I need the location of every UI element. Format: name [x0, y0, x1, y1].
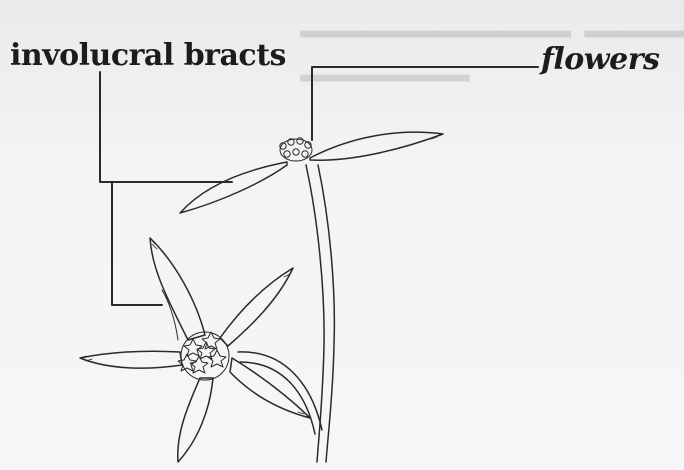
involucral-bracts-label: involucral bracts	[10, 38, 286, 73]
bracts-leader-line	[100, 72, 162, 305]
upper-bract-left	[180, 162, 287, 213]
bract-tip-hatching	[80, 134, 443, 418]
lower-bract-bottom	[178, 378, 213, 462]
flowers-leader-line	[312, 67, 538, 140]
flowers-label: flowers	[541, 42, 659, 77]
upper-flower-head	[280, 138, 312, 161]
lower-bract-right	[230, 358, 310, 418]
lower-bract-upper-right	[220, 268, 293, 346]
lower-bract-top	[150, 238, 205, 340]
side-branch-outline	[240, 362, 315, 434]
upper-bract-right	[310, 132, 443, 160]
lower-bract-left	[80, 351, 182, 368]
